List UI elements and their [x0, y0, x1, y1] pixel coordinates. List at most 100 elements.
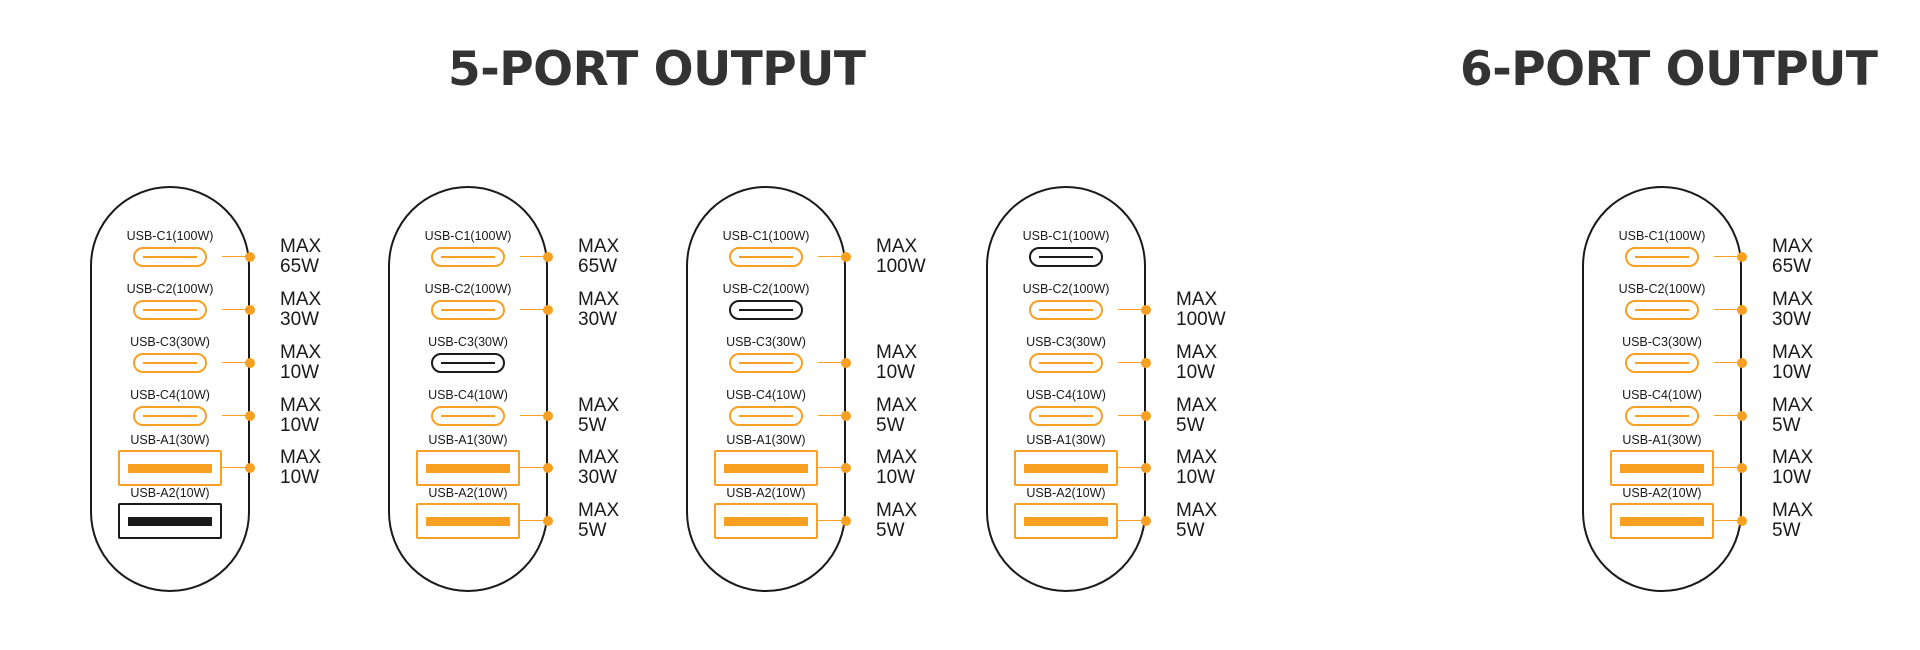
port-label: USB-A1(30W) — [130, 433, 210, 447]
usb-a-port-icon — [118, 503, 222, 539]
max-wattage-value: 30W — [1772, 309, 1812, 330]
connector-dot-icon — [1737, 358, 1747, 368]
connector-dot-icon — [1141, 516, 1151, 526]
usb-c-port-icon — [431, 300, 505, 320]
max-label: MAX — [280, 236, 322, 257]
usb-c-port-icon — [133, 406, 207, 426]
max-wattage-value: 5W — [578, 415, 607, 436]
connector-dot-icon — [543, 252, 553, 262]
port-label: USB-C2(100W) — [126, 282, 214, 296]
max-wattage-value: 5W — [876, 520, 905, 541]
connector-line — [520, 256, 548, 257]
connector-line — [520, 309, 548, 310]
connector-line — [818, 467, 846, 468]
connector-line — [1714, 415, 1742, 416]
max-label: MAX — [280, 395, 322, 416]
max-label: MAX — [280, 342, 322, 363]
usb-c-port-icon — [729, 300, 803, 320]
connector-dot-icon — [543, 463, 553, 473]
usb-c-port-icon — [1029, 406, 1103, 426]
usb-c-port-icon — [133, 353, 207, 373]
connector-line — [222, 256, 250, 257]
port-label: USB-A1(30W) — [1026, 433, 1106, 447]
connector-dot-icon — [1141, 358, 1151, 368]
max-label: MAX — [876, 447, 918, 468]
connector-dot-icon — [1141, 305, 1151, 315]
port-label: USB-C3(30W) — [1026, 335, 1106, 349]
connector-dot-icon — [841, 463, 851, 473]
port-label: USB-A2(10W) — [1026, 486, 1106, 500]
usb-a-port-icon — [416, 450, 520, 486]
max-wattage-value: 5W — [1176, 520, 1205, 541]
connector-line — [222, 467, 250, 468]
connector-dot-icon — [245, 358, 255, 368]
connector-line — [222, 362, 250, 363]
max-wattage-value: 100W — [1176, 309, 1226, 330]
connector-line — [222, 415, 250, 416]
connector-dot-icon — [245, 305, 255, 315]
usb-c-port-icon — [133, 247, 207, 267]
max-label: MAX — [876, 500, 918, 521]
connector-line — [818, 362, 846, 363]
usb-c-port-icon — [1625, 300, 1699, 320]
connector-dot-icon — [543, 516, 553, 526]
charger-body-outline — [388, 186, 548, 592]
port-label: USB-A2(10W) — [428, 486, 508, 500]
port-label: USB-C4(10W) — [726, 388, 806, 402]
max-label: MAX — [1176, 447, 1218, 468]
connector-dot-icon — [1737, 411, 1747, 421]
connector-dot-icon — [543, 305, 553, 315]
usb-a-port-icon — [118, 450, 222, 486]
connector-line — [520, 520, 548, 521]
port-label: USB-C3(30W) — [428, 335, 508, 349]
max-wattage-value: 30W — [578, 467, 618, 488]
max-label: MAX — [876, 395, 918, 416]
connector-dot-icon — [245, 463, 255, 473]
max-wattage-value: 10W — [876, 362, 916, 383]
usb-a-port-icon — [1014, 450, 1118, 486]
max-wattage-value: 10W — [280, 467, 320, 488]
connector-dot-icon — [245, 252, 255, 262]
port-label: USB-A2(10W) — [130, 486, 210, 500]
connector-dot-icon — [1141, 463, 1151, 473]
port-label: USB-C2(100W) — [722, 282, 810, 296]
max-label: MAX — [1772, 342, 1814, 363]
max-label: MAX — [280, 289, 322, 310]
charger-body-outline — [686, 186, 846, 592]
usb-c-port-icon — [1029, 300, 1103, 320]
port-label: USB-C1(100W) — [1022, 229, 1110, 243]
connector-line — [1714, 362, 1742, 363]
max-label: MAX — [1176, 289, 1218, 310]
port-label: USB-A2(10W) — [726, 486, 806, 500]
max-wattage-value: 10W — [1772, 467, 1812, 488]
port-label: USB-C4(10W) — [428, 388, 508, 402]
max-label: MAX — [876, 342, 918, 363]
usb-c-port-icon — [729, 406, 803, 426]
port-label: USB-C4(10W) — [130, 388, 210, 402]
connector-line — [1118, 467, 1146, 468]
usb-c-port-icon — [1625, 353, 1699, 373]
connector-dot-icon — [1737, 305, 1747, 315]
six-port-title: 6-PORT OUTPUT — [1460, 42, 1878, 97]
connector-dot-icon — [1737, 463, 1747, 473]
connector-dot-icon — [1737, 516, 1747, 526]
connector-line — [1714, 520, 1742, 521]
usb-c-port-icon — [729, 353, 803, 373]
max-label: MAX — [578, 395, 620, 416]
port-label: USB-A1(30W) — [428, 433, 508, 447]
max-wattage-value: 30W — [280, 309, 320, 330]
port-label: USB-C2(100W) — [1618, 282, 1706, 296]
connector-dot-icon — [841, 358, 851, 368]
max-label: MAX — [578, 236, 620, 257]
port-label: USB-A1(30W) — [726, 433, 806, 447]
max-wattage-value: 5W — [1772, 520, 1801, 541]
max-wattage-value: 10W — [1176, 362, 1216, 383]
connector-line — [1714, 309, 1742, 310]
max-label: MAX — [1772, 289, 1814, 310]
usb-a-port-icon — [714, 503, 818, 539]
port-label: USB-C2(100W) — [424, 282, 512, 296]
